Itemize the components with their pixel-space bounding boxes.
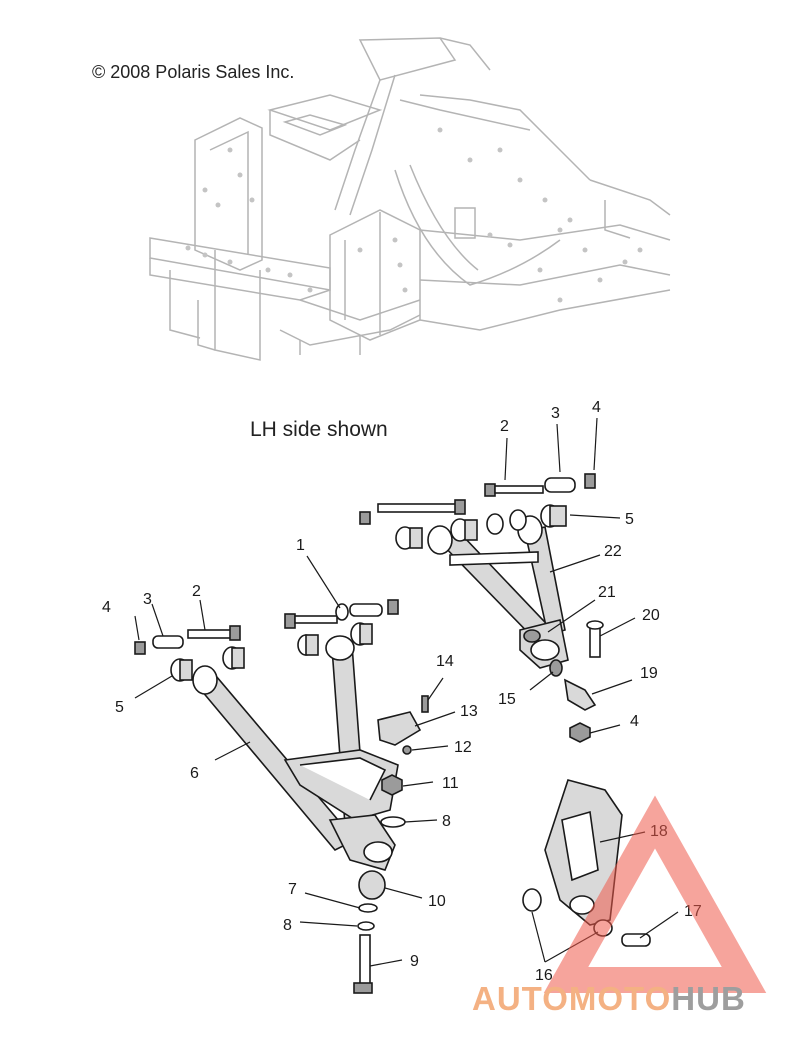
callout-21: 21 xyxy=(598,584,616,601)
callout-4-upper: 4 xyxy=(592,399,601,416)
callout-1: 1 xyxy=(296,537,305,554)
watermark-text-automoto: AUTOMOTO xyxy=(472,980,671,1017)
lower-bolts xyxy=(134,599,399,655)
callout-14: 14 xyxy=(436,653,454,670)
watermark-text-hub: HUB xyxy=(671,980,746,1017)
callout-15: 15 xyxy=(498,691,516,708)
callout-2-upper: 2 xyxy=(500,418,509,435)
callout-8-upper: 8 xyxy=(442,813,451,830)
lower-bushings xyxy=(170,622,373,682)
callout-11: 11 xyxy=(442,775,459,792)
watermark-logo: AUTOMOTOHUB xyxy=(472,795,767,1017)
callout-2-left: 2 xyxy=(192,583,201,600)
upper-bolts xyxy=(359,473,596,525)
callout-3-upper: 3 xyxy=(551,405,560,422)
callout-9: 9 xyxy=(410,953,419,970)
callout-13: 13 xyxy=(460,703,478,720)
callout-12: 12 xyxy=(454,739,472,756)
copyright-text: © 2008 Polaris Sales Inc. xyxy=(92,62,295,82)
svg-text:AUTOMOTOHUB: AUTOMOTOHUB xyxy=(472,980,746,1017)
callout-16: 16 xyxy=(535,967,553,984)
view-caption: LH side shown xyxy=(250,418,388,441)
callout-20: 20 xyxy=(642,607,660,624)
ball-joint-hardware xyxy=(353,620,604,994)
lower-a-arm xyxy=(192,635,399,871)
callout-3-left: 3 xyxy=(143,591,152,608)
callout-19: 19 xyxy=(640,665,658,682)
callout-5-upper: 5 xyxy=(625,511,634,528)
callout-4-right: 4 xyxy=(630,713,639,730)
callout-5-left: 5 xyxy=(115,699,124,716)
chassis-frame xyxy=(149,37,671,361)
watermark-triangle xyxy=(543,795,767,993)
callout-6: 6 xyxy=(190,765,199,782)
callout-22: 22 xyxy=(604,543,622,560)
callout-8-lower: 8 xyxy=(283,917,292,934)
callout-7: 7 xyxy=(288,881,297,898)
upper-a-arm xyxy=(427,515,569,669)
callout-4-left: 4 xyxy=(102,599,111,616)
upper-bushings xyxy=(395,504,567,550)
callout-10: 10 xyxy=(428,893,446,910)
